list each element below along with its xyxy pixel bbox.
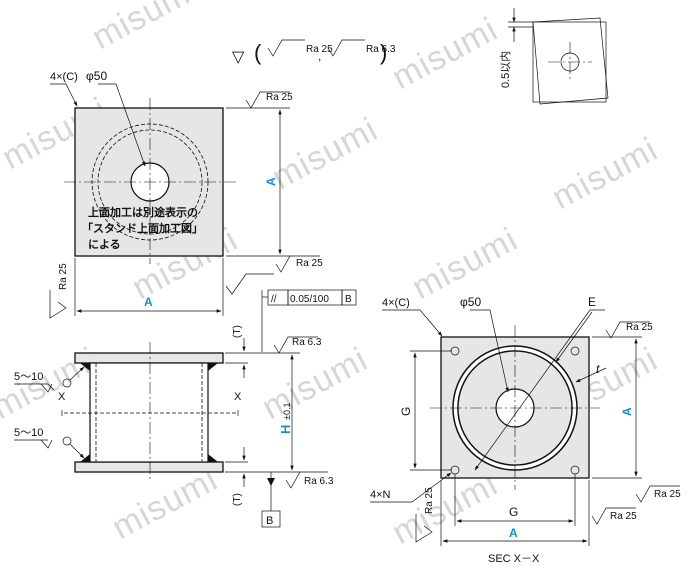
- roughness-icon: [275, 255, 320, 273]
- holes-label: 4×N: [370, 489, 391, 501]
- watermark: misumi: [546, 130, 664, 217]
- chamfer-label: 4×(C): [382, 297, 410, 309]
- ra-value: Ra 25: [306, 44, 333, 55]
- thickness-t: (T): [232, 325, 243, 338]
- datum-box: [261, 510, 281, 528]
- diameter-label: φ50: [86, 69, 107, 83]
- dimension-a: A: [509, 526, 518, 540]
- ra-value: Ra 25: [424, 487, 435, 514]
- section-x-label: X: [234, 391, 242, 403]
- parallelism-icon: //: [271, 294, 277, 305]
- roughness-icon: [605, 321, 650, 339]
- weld-all-around-icon: [62, 378, 72, 388]
- ra-value: Ra 25: [296, 258, 323, 269]
- note-line: 「スタンド上面加工図」: [82, 221, 203, 235]
- dimension-a: A: [264, 177, 278, 186]
- ra-value: Ra 25: [58, 263, 69, 290]
- watermark: misumi: [266, 110, 384, 197]
- front-view: X X 5〜10 5〜10 (T) (T) H ±0.1: [14, 289, 357, 528]
- roughness-icon: [635, 485, 680, 503]
- watermark: misumi: [86, 0, 204, 57]
- top-flange: [74, 352, 224, 364]
- ra-value: Ra 6.3: [304, 476, 334, 487]
- note-line: による: [88, 238, 121, 251]
- thickness-t: (T): [232, 493, 243, 506]
- roughness-icon: [285, 471, 328, 489]
- datum-label: B: [266, 515, 273, 527]
- watermark: misumi: [386, 10, 504, 97]
- watermark: misumi: [106, 460, 224, 547]
- ra-value: Ra 25: [654, 489, 681, 500]
- svg-text:(: (: [254, 40, 262, 65]
- datum-cell: [341, 289, 357, 306]
- section-x-label: X: [58, 391, 66, 403]
- roughness-icon: [267, 39, 305, 57]
- roughness-icon: [245, 91, 290, 109]
- tilted-outline: [532, 21, 607, 103]
- bottom-flange: [74, 461, 224, 473]
- dimension-g: G: [509, 505, 518, 519]
- chamfer-label: 4×(C): [50, 71, 78, 83]
- tilt-view: 0.5以内: [498, 8, 609, 105]
- svg-text:): ): [380, 40, 387, 65]
- tilt-tolerance: 0.5以内: [498, 51, 512, 88]
- dimension-a: A: [620, 407, 634, 416]
- weld-fillet: [208, 363, 218, 371]
- section-view: 4×(C) φ50 E t G G A A 4×N: [370, 295, 681, 565]
- weld-fillet: [80, 454, 90, 462]
- t-label: t: [596, 362, 600, 376]
- section-caption: SEC X－X: [488, 553, 540, 565]
- weld-fillet: [80, 363, 90, 371]
- tilted-outline: [532, 17, 609, 105]
- diameter-label: φ50: [460, 295, 481, 309]
- general-roughness-symbol: ▽ ( Ra 25 , Ra 6.3 ): [232, 39, 396, 66]
- roughness-icon: [327, 39, 365, 57]
- roughness-icon: [225, 273, 274, 295]
- ra-value: Ra 25: [610, 511, 637, 522]
- parallelism-value: 0.05/100: [290, 294, 329, 305]
- weld-fillet: [208, 454, 218, 462]
- e-label: E: [588, 295, 596, 309]
- ra-value: Ra 6.3: [366, 44, 396, 55]
- ra-value: Ra 25: [626, 322, 653, 333]
- roughness-icon: [591, 507, 636, 525]
- mounting-hole: [570, 346, 580, 356]
- ra-value: Ra 25: [266, 92, 293, 103]
- tube-body: [89, 362, 209, 463]
- ra-value: Ra 6.3: [292, 337, 322, 348]
- parallelism-datum: B: [345, 294, 352, 305]
- roughness-check-icon: ▽: [232, 49, 245, 66]
- top-view: 上面加工は別途表示の 「スタンド上面加工図」 による 4×(C) φ50 A A…: [49, 69, 323, 319]
- roughness-icon: [49, 290, 67, 319]
- note-line: 上面加工は別途表示の: [88, 205, 198, 219]
- roughness-icon: [415, 514, 433, 543]
- svg-text:,: ,: [318, 49, 321, 63]
- dimension-a: A: [144, 295, 153, 309]
- dimension-g: G: [399, 407, 413, 416]
- height-h: H: [278, 425, 293, 434]
- roughness-icon: [273, 336, 318, 354]
- weld-size: 5〜10: [14, 427, 43, 439]
- height-tolerance: ±0.1: [282, 403, 292, 420]
- weld-all-around-icon: [62, 436, 72, 446]
- weld-size: 5〜10: [14, 371, 43, 383]
